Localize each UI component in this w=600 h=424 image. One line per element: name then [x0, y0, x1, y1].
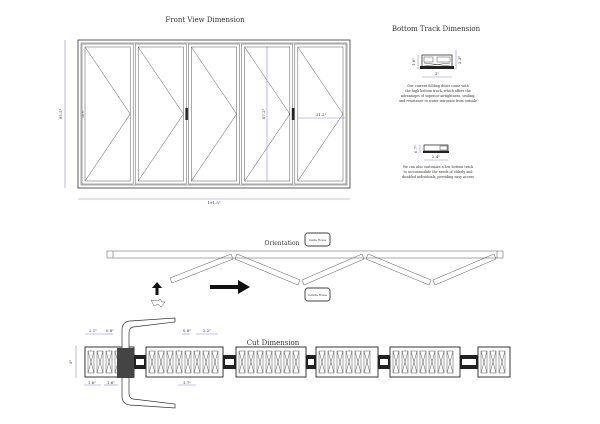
cut-dim-1-6-b: 1.6": [107, 380, 115, 385]
high-track-description: Our current folding doors come with the …: [399, 84, 477, 103]
handle-icon: [185, 108, 188, 120]
cut-dim-1-6-a: 1.6": [88, 380, 96, 385]
high-track-height-left: 1.6": [411, 58, 416, 66]
profile-section: [235, 346, 307, 378]
hand-icon: [150, 298, 166, 308]
profile-section: [315, 346, 379, 378]
high-track-height-right: 2.3": [457, 56, 462, 64]
svg-text:disabled individuals, providin: disabled individuals, providing easy acc…: [402, 175, 474, 179]
cut-dim-0-8-left: 0.8": [106, 328, 114, 333]
door-handle: [117, 317, 176, 409]
panel-width-label: 31.2": [316, 112, 327, 117]
slide-direction-arrow-icon: [210, 280, 250, 294]
svg-text:Inside House: Inside House: [309, 238, 327, 242]
profile-section: [389, 346, 461, 378]
low-track-height: 0.7": [413, 145, 418, 153]
front-view-dimensions: 95.5" 191.5" 87.2" 31.2" 39.5": [58, 40, 350, 205]
door-panel: [81, 43, 134, 185]
profile-section: [477, 346, 511, 378]
handle-height-label: 39.5": [81, 109, 85, 118]
cut-dim-0-8-mid: 0.8": [183, 328, 191, 333]
low-track-description: We can also customize a low bottom track…: [402, 165, 474, 179]
cut-dimension-title: Cut Dimension: [247, 339, 300, 347]
low-track-width: 2.4": [432, 154, 440, 159]
svg-text:and resistance to water intrus: and resistance to water intrusion from o…: [399, 99, 477, 103]
high-track-width: 3": [435, 71, 440, 76]
cut-dim-3: 3": [68, 360, 73, 365]
door-panel: [134, 43, 188, 185]
front-view-door: [77, 39, 351, 189]
profile-section: [145, 346, 224, 378]
inside-house-badge: Inside House: [304, 232, 331, 247]
door-panel: [294, 43, 347, 185]
svg-text:We can also customize a low bo: We can also customize a low bottom track: [403, 165, 474, 169]
orientation-title: Orientation: [265, 240, 300, 247]
low-track-profile: 0.7" 2.4": [413, 144, 449, 161]
svg-text:the high bottom track, which o: the high bottom track, which offers the: [405, 89, 471, 93]
svg-text:Outside House: Outside House: [308, 293, 328, 297]
cut-dim-1-7: 1.7": [183, 380, 191, 385]
svg-text:to accommodate the needs of el: to accommodate the needs of elderly and: [403, 170, 473, 174]
folding-plan-view: [106, 250, 504, 286]
outside-house-badge: Outside House: [304, 287, 331, 302]
door-panel: [188, 43, 240, 185]
door-panel: [241, 43, 295, 185]
push-up-arrow-icon: [152, 282, 162, 295]
cut-dim-2-1: 2.1": [89, 328, 97, 333]
overall-height-label: 95.5": [58, 108, 63, 119]
svg-text:Our current folding doors come: Our current folding doors come with: [407, 84, 469, 88]
panel-height-label: 87.2": [261, 108, 266, 119]
high-track-profile: 1.6" 2.3" 3": [411, 50, 462, 78]
bottom-track-title: Bottom Track Dimension: [392, 25, 481, 33]
overall-width-label: 191.5": [207, 200, 220, 205]
handle-icon: [291, 108, 295, 120]
cut-profile: [84, 346, 511, 378]
svg-text:advantages of superior airtigh: advantages of superior airtightness, sea…: [401, 94, 476, 98]
front-view-title: Front View Dimension: [165, 16, 245, 24]
cut-dim-2-2: 2.2": [203, 328, 211, 333]
cut-dimensions: 2.1" 0.8" 0.8" 2.2" 3" 1.6" 1.6" 1.7": [68, 328, 218, 386]
